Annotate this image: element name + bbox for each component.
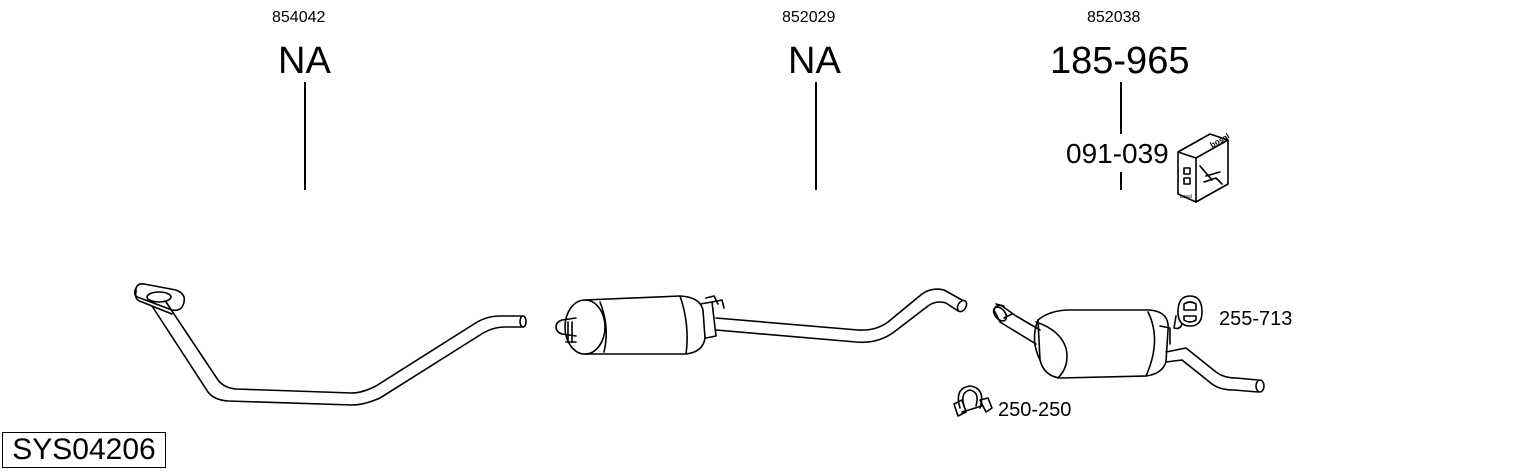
rubber-mount-number[interactable]: 255-713 [1219,308,1293,330]
front-pipe[interactable] [133,283,527,406]
part-number[interactable]: NA [278,40,331,82]
part-oe-ref: 852038 [1087,9,1141,26]
bosal-box-icon[interactable] [1177,133,1229,203]
leader-line [304,82,306,190]
diagram-code: SYS04206 [2,432,166,468]
mounting-kit-number[interactable]: 091-039 [1066,138,1169,169]
clamp-number[interactable]: 250-250 [998,399,1072,421]
part-number[interactable]: NA [788,40,841,82]
clamp-icon[interactable] [953,385,993,417]
leader-line [815,82,817,190]
centre-silencer[interactable] [555,288,968,355]
leader-line [1120,82,1122,134]
part-oe-ref: 852029 [782,9,836,26]
box-brand-small: bosal [1180,194,1192,200]
leader-line [1120,172,1122,190]
part-number[interactable]: 185-965 [1050,40,1190,82]
rubber-mount-icon[interactable] [1173,295,1203,330]
rear-silencer[interactable] [991,303,1265,393]
part-oe-ref: 854042 [272,9,326,26]
